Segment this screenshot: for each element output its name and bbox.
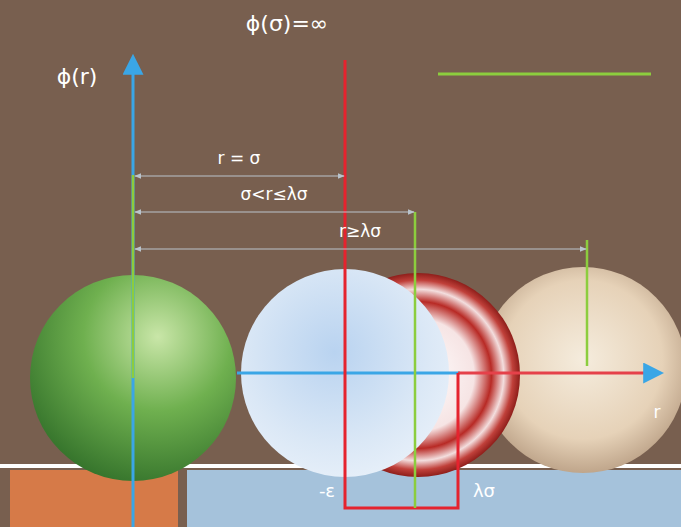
dimension-arrow	[135, 211, 414, 212]
phi-axis	[132, 58, 135, 527]
axis-label: r	[654, 403, 661, 422]
green-line	[438, 73, 651, 76]
dimension-arrow	[135, 248, 586, 249]
dimension-label: r = σ	[218, 149, 261, 168]
well-depth-label: -ε	[319, 481, 335, 501]
potential-curve	[345, 60, 458, 508]
r-axis	[237, 372, 460, 375]
axis-label: ϕ(r)	[57, 65, 98, 89]
marker-line	[132, 175, 135, 378]
potential-label: ϕ(σ)=∞	[246, 12, 328, 36]
right-strip	[187, 470, 681, 527]
dimension-label: σ<r≤λσ	[240, 185, 307, 204]
marker-line	[414, 212, 417, 508]
dimension-label: r≥λσ	[339, 222, 381, 241]
dimension-arrow	[135, 175, 344, 176]
r-axis	[458, 372, 660, 375]
marker-line	[586, 240, 589, 366]
well-width-label: λσ	[473, 481, 495, 501]
